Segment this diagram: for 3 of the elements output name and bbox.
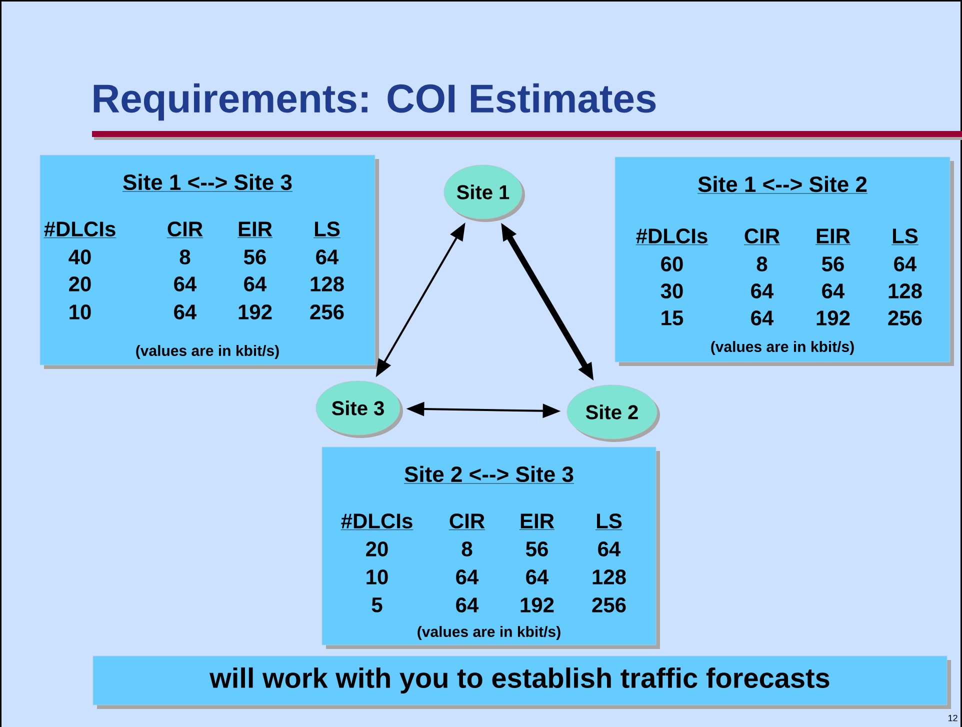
slide-title: Requirements: COI Estimates [94,83,656,121]
page-number: 12 [948,714,958,722]
banner-box: will work with you to establish traffic forecasts [92,656,951,709]
